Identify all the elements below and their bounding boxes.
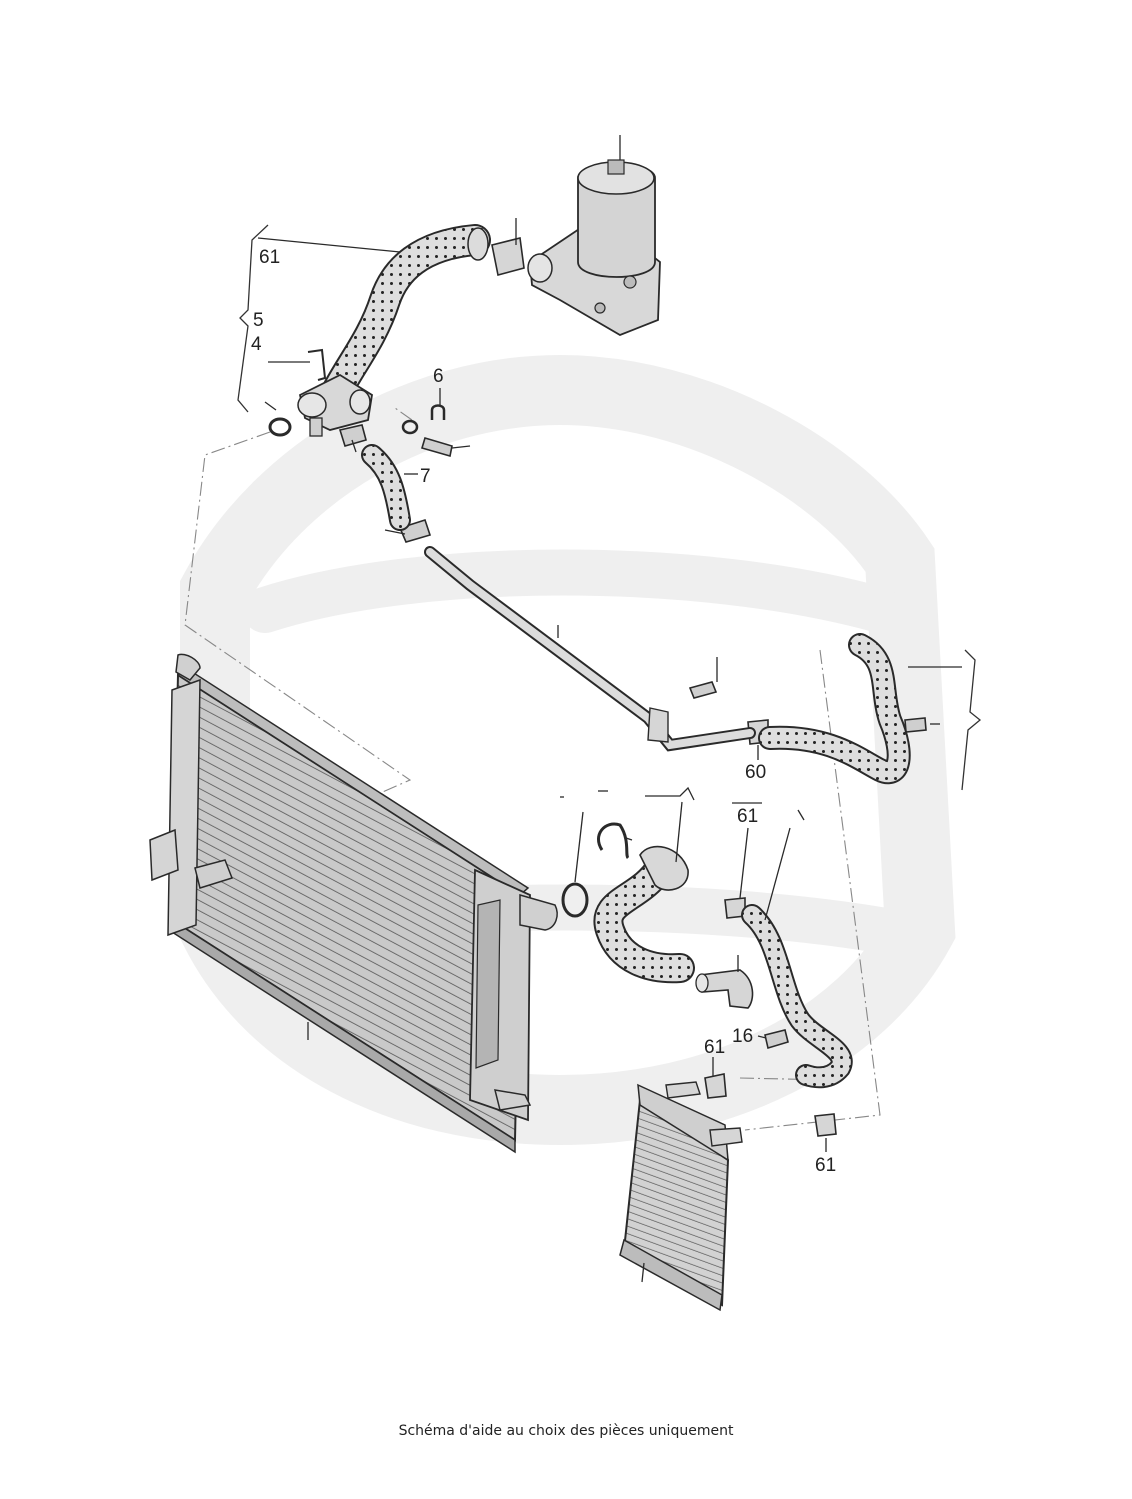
callout-labels: 61 5 4 6 7 60 61 16 61 61 bbox=[251, 247, 836, 1176]
callout-5: 5 bbox=[253, 310, 264, 331]
right-coolant-hose bbox=[758, 633, 911, 784]
coolant-pipe bbox=[424, 546, 756, 752]
group-brackets bbox=[237, 224, 982, 791]
diagram-caption: Schéma d'aide au choix des pièces unique… bbox=[398, 1423, 734, 1439]
main-radiator bbox=[149, 653, 558, 1154]
callout-6: 6 bbox=[433, 366, 444, 387]
small-hose-7 bbox=[361, 444, 411, 531]
oil-filter-housing bbox=[527, 159, 661, 336]
auxiliary-radiator bbox=[619, 1081, 743, 1312]
callout-16: 16 bbox=[732, 1026, 753, 1047]
elbow-connector bbox=[695, 969, 754, 1009]
callout-61-top: 61 bbox=[259, 247, 280, 268]
coolant-flange bbox=[297, 373, 373, 437]
callout-61-bottom: 61 bbox=[815, 1155, 836, 1176]
callout-61-mid: 61 bbox=[737, 806, 758, 827]
callout-4: 4 bbox=[251, 334, 262, 355]
bracket-right bbox=[961, 649, 982, 791]
aux-coolant-hose bbox=[741, 904, 853, 1089]
upper-coolant-hose bbox=[319, 224, 491, 411]
small-parts bbox=[268, 237, 927, 1137]
leader-lines bbox=[257, 135, 962, 1283]
callout-60: 60 bbox=[745, 762, 766, 783]
bracket-left bbox=[237, 224, 269, 413]
callout-7: 7 bbox=[420, 466, 431, 487]
callout-61-lower: 61 bbox=[704, 1037, 725, 1058]
